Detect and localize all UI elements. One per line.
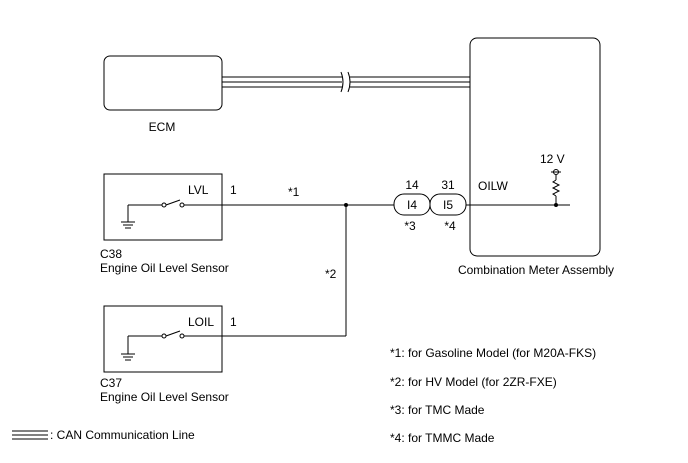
can-line-legend-text: : CAN Communication Line [50,428,195,442]
combination-meter-label: Combination Meter Assembly [458,263,614,277]
combination-meter-box [469,37,601,257]
connector-i5-note: *4 [444,219,456,233]
signal-wires [222,203,470,337]
connector-i5-pin: 31 [441,178,455,192]
footnote-4: *4: for TMMC Made [390,431,495,445]
sensor-c38-name: Engine Oil Level Sensor [100,261,229,275]
sensor-c38-pin-num: 1 [230,183,237,197]
connector-i4: I4 [393,193,431,216]
can-line [222,71,470,93]
connector-i5: I5 [429,193,467,216]
sensor-c38-pin-name: LVL [188,183,209,197]
sensor-c37-box [103,305,223,373]
wire-note-2: *2 [325,267,337,281]
connector-i4-note: *3 [404,219,416,233]
footnote-1: *1: for Gasoline Model (for M20A-FKS) [390,346,596,360]
ecm-box [103,55,223,111]
meter-pin-name: OILW [478,179,508,193]
pullup-resistor [470,169,570,207]
footnote-2: *2: for HV Model (for 2ZR-FXE) [390,375,557,389]
junction-dot [344,203,348,207]
ecm-label: ECM [149,120,176,134]
connector-i5-id: I5 [443,198,453,212]
sensor-c37-name: Engine Oil Level Sensor [100,390,229,404]
sensor-c37-pin-num: 1 [230,315,237,329]
connector-i4-pin: 14 [405,178,419,192]
wire-note-1: *1 [288,185,300,199]
sensor-c38-code: C38 [100,247,122,261]
can-line-legend-symbol [12,430,48,440]
sensor-c37-switch [121,330,222,361]
sensor-c37-pin-name: LOIL [188,315,214,329]
connector-i4-id: I4 [407,198,417,212]
supply-voltage-label: 12 V [540,152,565,166]
sensor-c37-code: C37 [100,376,122,390]
sensor-c38-switch [121,199,222,229]
footnote-3: *3: for TMC Made [390,403,485,417]
